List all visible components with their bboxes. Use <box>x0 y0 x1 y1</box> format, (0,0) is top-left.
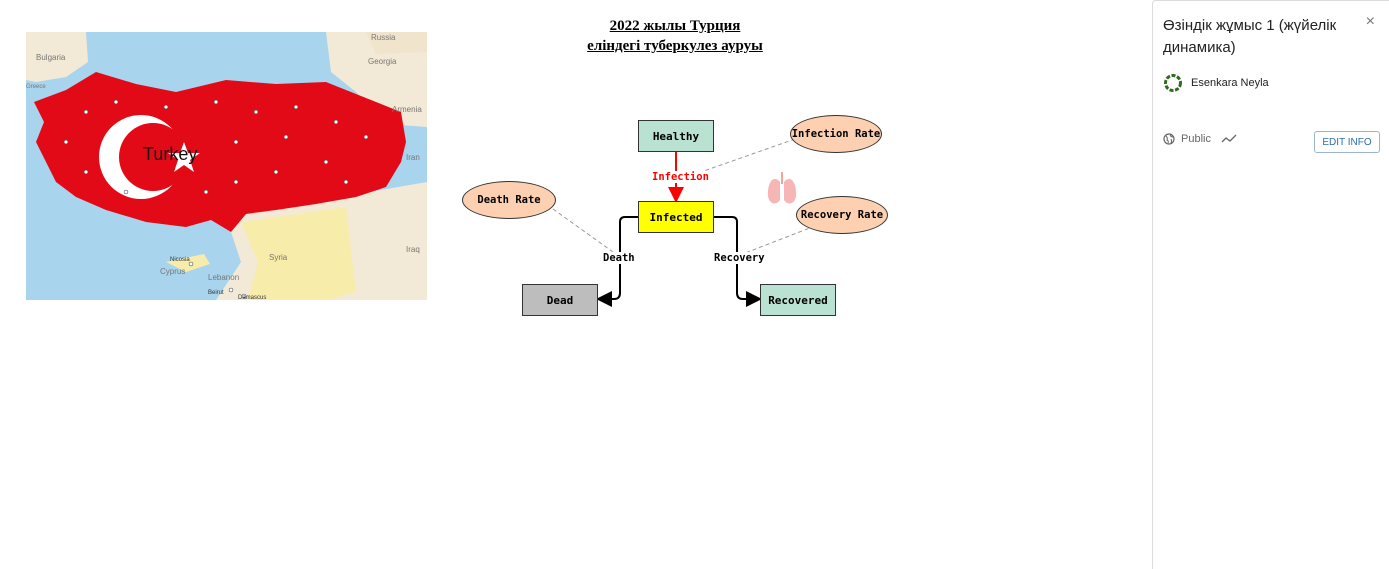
visibility-label: Public <box>1181 133 1211 145</box>
visibility-row: Public <box>1163 133 1237 145</box>
map-label-russia: Russia <box>371 33 396 42</box>
parameter-infection-rate[interactable]: Infection Rate <box>790 115 882 153</box>
stock-recovered[interactable]: Recovered <box>760 284 836 316</box>
model-canvas: Bulgaria Russia Georgia Armenia Iran Ira… <box>26 16 920 340</box>
link-recovery-rate <box>739 225 816 256</box>
avatar <box>1164 74 1182 92</box>
lungs-icon <box>767 172 797 204</box>
link-death-rate <box>552 208 614 253</box>
model-title: 2022 жылы Турция еліндегі туберкулез аур… <box>520 16 830 56</box>
map-label-cyprus: Cyprus <box>160 267 185 276</box>
flow-recovery-label[interactable]: Recovery <box>713 252 766 264</box>
stock-infected[interactable]: Infected <box>638 201 714 233</box>
map-label-nicosia: Nicosia <box>170 257 190 263</box>
map-label-armenia: Armenia <box>392 105 422 114</box>
map-label-lebanon: Lebanon <box>208 273 239 282</box>
panel-title: Өзіндік жұмыс 1 (жүйелік динамика) <box>1163 17 1337 56</box>
close-icon[interactable]: × <box>1365 13 1375 30</box>
globe-icon <box>1163 133 1175 145</box>
map-label-beirut: Beirut <box>208 290 224 296</box>
turkey-map-image: Bulgaria Russia Georgia Armenia Iran Ira… <box>26 32 427 300</box>
map-label-iran: Iran <box>406 153 420 162</box>
parameter-death-rate[interactable]: Death Rate <box>462 181 556 219</box>
stock-healthy-label: Healthy <box>652 129 700 143</box>
stock-infected-label: Infected <box>649 210 703 224</box>
parameter-infection-rate-label: Infection Rate <box>791 128 881 140</box>
edit-info-button[interactable]: EDIT INFO <box>1314 131 1380 153</box>
parameter-recovery-rate[interactable]: Recovery Rate <box>796 196 888 234</box>
map-label-turkey: Turkey <box>143 144 197 164</box>
map-label-damascus: Damascus <box>238 295 266 300</box>
author-name: Esenkara Neyla <box>1191 77 1269 89</box>
parameter-recovery-rate-label: Recovery Rate <box>800 209 884 221</box>
map-label-greece: Greece <box>26 84 46 90</box>
title-line-1: 2022 жылы Турция <box>609 18 741 34</box>
map-label-georgia: Georgia <box>368 57 397 66</box>
stock-healthy[interactable]: Healthy <box>638 120 714 152</box>
flow-infection-label[interactable]: Infection <box>651 171 710 183</box>
map-label-bulgaria: Bulgaria <box>36 53 66 62</box>
stock-recovered-label: Recovered <box>768 293 828 307</box>
author-row[interactable]: Esenkara Neyla <box>1163 73 1269 93</box>
map-label-iraq: Iraq <box>406 245 420 254</box>
stock-dead[interactable]: Dead <box>522 284 598 316</box>
map-label-syria: Syria <box>269 253 288 262</box>
flow-death-label[interactable]: Death <box>602 252 636 264</box>
stock-dead-label: Dead <box>546 293 574 307</box>
title-line-2: еліндегі туберкулез ауруы <box>587 38 763 54</box>
trend-icon[interactable] <box>1221 134 1237 144</box>
parameter-death-rate-label: Death Rate <box>477 194 541 206</box>
info-panel: Өзіндік жұмыс 1 (жүйелік динамика) × Ese… <box>1152 0 1389 569</box>
stock-flow-diagram: Healthy Infected Dead Recovered Infectio… <box>440 100 920 340</box>
